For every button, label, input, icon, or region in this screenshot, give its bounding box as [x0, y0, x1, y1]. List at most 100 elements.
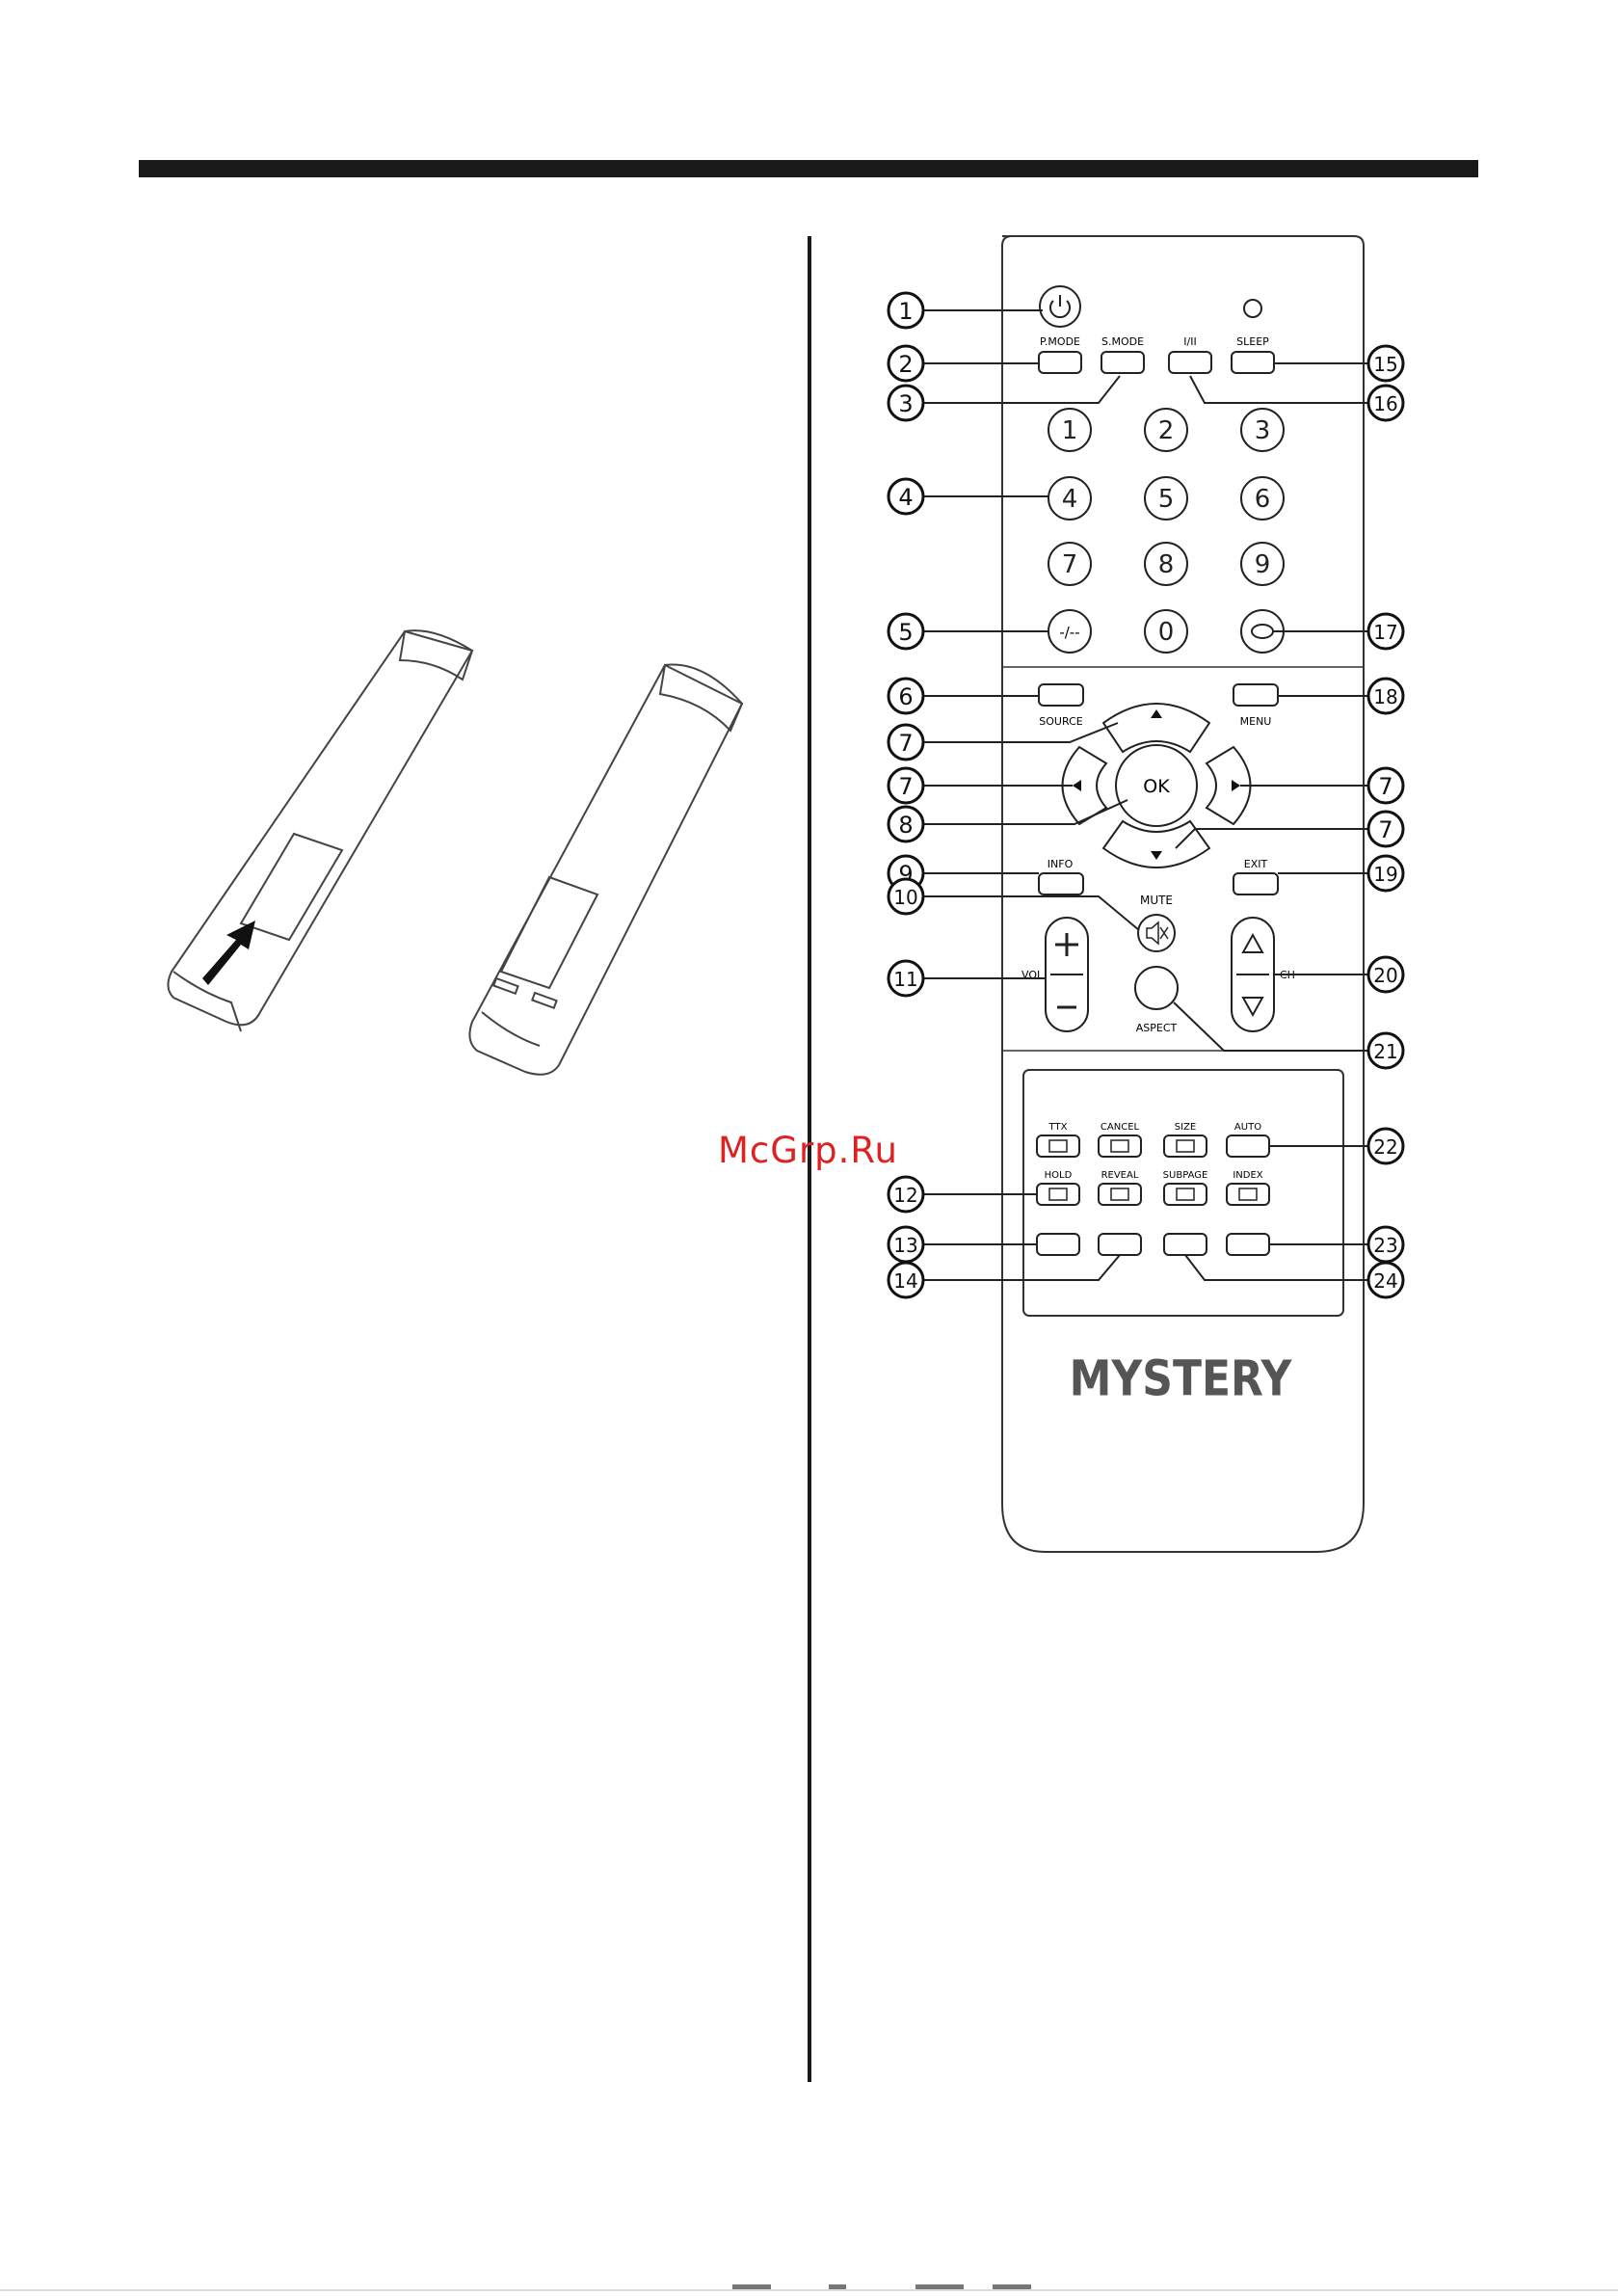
svg-text:18: 18	[1373, 685, 1397, 708]
subpage-button	[1164, 1184, 1207, 1205]
mute-button	[1138, 915, 1175, 951]
footer-scan-marks	[0, 2277, 1618, 2296]
svg-text:14: 14	[893, 1269, 917, 1293]
digit-4-label: 4	[1062, 485, 1078, 514]
callout-10: 10	[889, 879, 923, 914]
svg-text:19: 19	[1373, 863, 1397, 886]
digit-6-label: 6	[1255, 485, 1271, 514]
hold-label: HOLD	[1045, 1170, 1073, 1181]
callout-5: 5	[889, 614, 923, 649]
mute-label: MUTE	[1140, 894, 1173, 907]
header-rule	[139, 160, 1478, 177]
svg-text:22: 22	[1373, 1135, 1397, 1159]
callout-11: 11	[889, 961, 923, 996]
svg-text:16: 16	[1373, 392, 1397, 415]
svg-text:7: 7	[898, 730, 913, 757]
digit-9-label: 9	[1255, 550, 1271, 579]
digit-2-label: 2	[1158, 416, 1175, 445]
index-button	[1227, 1184, 1269, 1205]
svg-text:13: 13	[893, 1234, 917, 1257]
sleep-label: SLEEP	[1236, 335, 1269, 348]
svg-text:11: 11	[893, 968, 917, 991]
svg-text:7: 7	[1378, 773, 1393, 800]
svg-text:2: 2	[898, 351, 913, 378]
svg-text:24: 24	[1373, 1269, 1397, 1293]
pmode-label: P.MODE	[1040, 335, 1080, 348]
callout-3: 3	[889, 386, 923, 420]
svg-text:1: 1	[898, 298, 913, 325]
dual-button	[1169, 352, 1211, 373]
svg-text:15: 15	[1373, 353, 1397, 376]
callout-23: 23	[1368, 1227, 1403, 1262]
callout-13: 13	[889, 1227, 923, 1262]
smode-label: S.MODE	[1101, 335, 1144, 348]
led-indicator	[1244, 300, 1261, 317]
remote-control-diagram: P.MODE S.MODE I/II SLEEP 1 2 3 4 5 6 7 8…	[867, 231, 1407, 1562]
callout-7b: 7	[889, 768, 923, 803]
callout-18: 18	[1368, 679, 1403, 713]
callout-22: 22	[1368, 1129, 1403, 1163]
exit-label: EXIT	[1244, 858, 1268, 870]
digit-3-label: 3	[1255, 416, 1271, 445]
callout-1: 1	[889, 293, 923, 328]
ok-label: OK	[1143, 776, 1170, 797]
svg-text:7: 7	[1378, 816, 1393, 843]
dual-label: I/II	[1183, 335, 1196, 348]
exit-button	[1233, 873, 1278, 894]
menu-label: MENU	[1240, 715, 1272, 728]
source-label: SOURCE	[1039, 715, 1082, 728]
auto-label: AUTO	[1234, 1122, 1261, 1133]
dash-label: -/--	[1059, 624, 1079, 641]
index-label: INDEX	[1233, 1170, 1262, 1181]
svg-text:7: 7	[898, 773, 913, 800]
ttx-label: TTX	[1048, 1122, 1068, 1133]
svg-text:5: 5	[898, 619, 913, 646]
size-label: SIZE	[1175, 1122, 1196, 1133]
reveal-button	[1099, 1184, 1141, 1205]
svg-text:8: 8	[898, 812, 913, 839]
smode-button	[1101, 352, 1144, 373]
callout-4: 4	[889, 479, 923, 514]
brand-logo: MYSTERY	[1070, 1351, 1292, 1408]
callout-17: 17	[1368, 614, 1403, 649]
callout-7c: 7	[1368, 768, 1403, 803]
callout-16: 16	[1368, 386, 1403, 420]
callout-7a: 7	[889, 725, 923, 760]
callout-12: 12	[889, 1177, 923, 1212]
svg-text:6: 6	[898, 683, 913, 710]
digit-1-label: 1	[1062, 416, 1078, 445]
callout-7d: 7	[1368, 812, 1403, 846]
callout-19: 19	[1368, 856, 1403, 891]
svg-text:21: 21	[1373, 1040, 1397, 1063]
info-label: INFO	[1048, 858, 1074, 870]
callout-6: 6	[889, 679, 923, 713]
digit-7-label: 7	[1062, 550, 1078, 579]
svg-text:3: 3	[898, 390, 913, 417]
svg-text:23: 23	[1373, 1234, 1397, 1257]
digit-8-label: 8	[1158, 550, 1175, 579]
green-button	[1099, 1234, 1141, 1255]
svg-text:10: 10	[893, 886, 917, 909]
svg-text:17: 17	[1373, 621, 1397, 644]
info-button	[1039, 873, 1083, 894]
blue-button	[1227, 1234, 1269, 1255]
callout-15: 15	[1368, 346, 1403, 381]
aspect-label: ASPECT	[1136, 1022, 1178, 1034]
cancel-button	[1099, 1135, 1141, 1157]
svg-text:12: 12	[893, 1184, 917, 1207]
callout-8: 8	[889, 807, 923, 841]
callout-24: 24	[1368, 1263, 1403, 1297]
hold-button	[1037, 1184, 1079, 1205]
reveal-label: REVEAL	[1101, 1170, 1139, 1181]
menu-button	[1233, 684, 1278, 706]
callout-20: 20	[1368, 957, 1403, 992]
auto-button	[1227, 1135, 1269, 1157]
yellow-button	[1164, 1234, 1207, 1255]
sleep-button	[1232, 352, 1274, 373]
vol-label: VOL	[1021, 969, 1044, 981]
callout-2: 2	[889, 346, 923, 381]
digit-0-label: 0	[1158, 618, 1175, 647]
cancel-label: CANCEL	[1101, 1122, 1140, 1133]
battery-install-illustration	[145, 607, 771, 1080]
svg-text:4: 4	[898, 484, 913, 511]
